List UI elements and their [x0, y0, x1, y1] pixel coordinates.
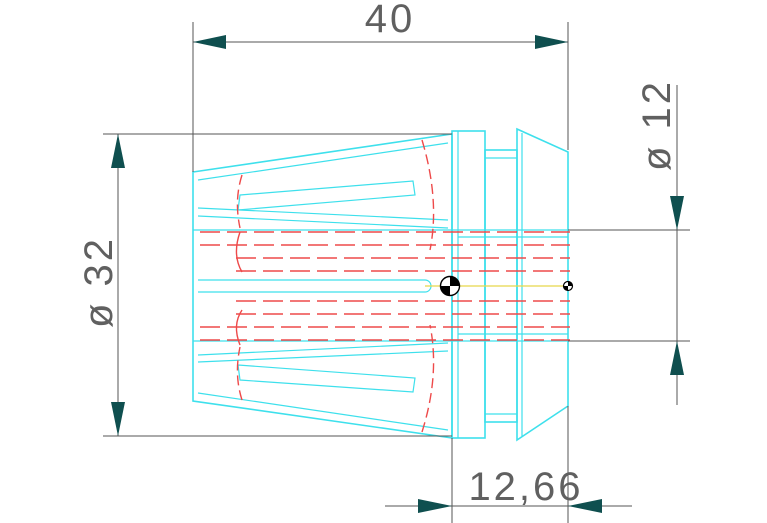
dimension-diameter-bore: ø 12	[568, 79, 690, 405]
dimension-offset-label: 12,66	[468, 465, 583, 509]
collet-front-cone	[516, 127, 569, 442]
dimension-offset: 12,66	[385, 406, 632, 523]
reference-point-icon	[562, 280, 574, 292]
hidden-lines	[200, 139, 570, 433]
dimension-length-label: 40	[365, 0, 416, 41]
dimension-diameter-large: ø 32	[77, 133, 452, 437]
dimension-diameter-large-label: ø 32	[77, 236, 121, 328]
dimension-length: 40	[192, 0, 569, 172]
dimension-diameter-bore-label: ø 12	[635, 79, 679, 171]
collet-outline	[192, 127, 569, 442]
center-of-gravity-icon	[439, 275, 461, 297]
